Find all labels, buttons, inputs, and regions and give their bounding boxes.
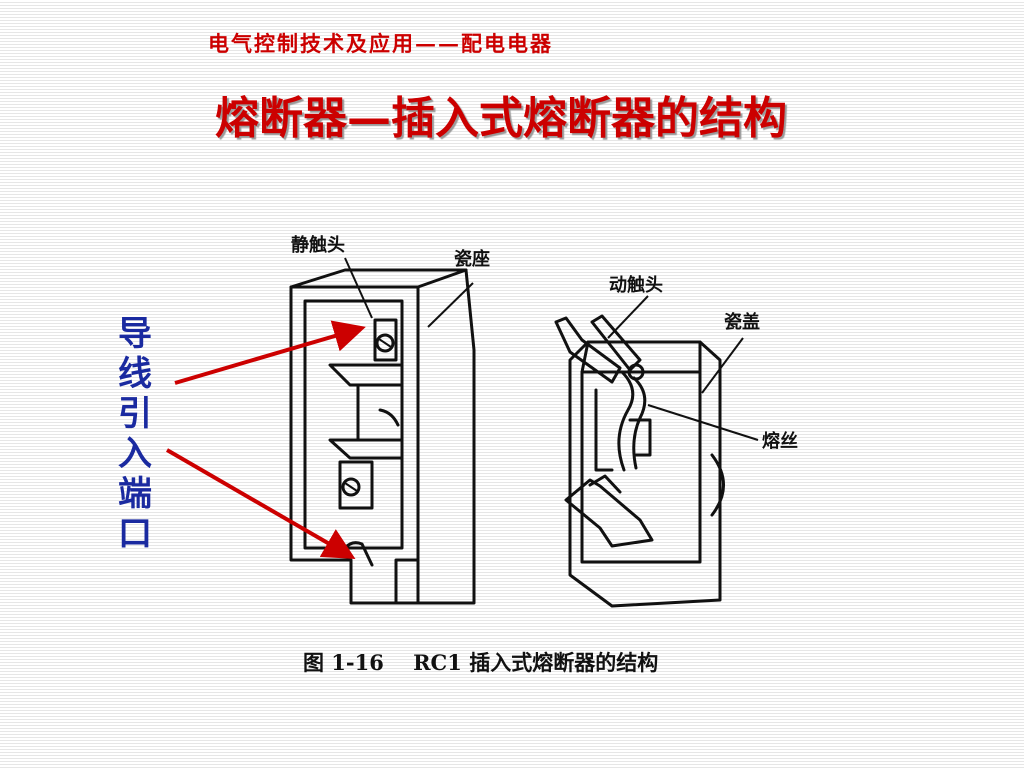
arrow-to-upper-terminal xyxy=(174,320,366,385)
label-porcelain-base: 瓷座 xyxy=(454,248,490,270)
porcelain-base-drawing xyxy=(289,257,476,605)
course-header: 电气控制技术及应用——配电电器 xyxy=(208,31,553,56)
arrow-to-lower-terminal xyxy=(165,448,356,560)
label-fuse-wire: 熔丝 xyxy=(762,430,798,452)
figure-caption: 图 1-16 RC1 插入式熔断器的结构 xyxy=(303,650,658,675)
label-porcelain-cover: 瓷盖 xyxy=(724,311,760,333)
porcelain-cover-drawing xyxy=(554,295,759,608)
slide-title: 熔断器—插入式熔断器的结构 xyxy=(215,93,787,144)
wire-entry-label: 导线引入端口 xyxy=(118,314,152,554)
label-static-contact: 静触头 xyxy=(291,234,345,256)
label-moving-contact: 动触头 xyxy=(609,274,663,296)
